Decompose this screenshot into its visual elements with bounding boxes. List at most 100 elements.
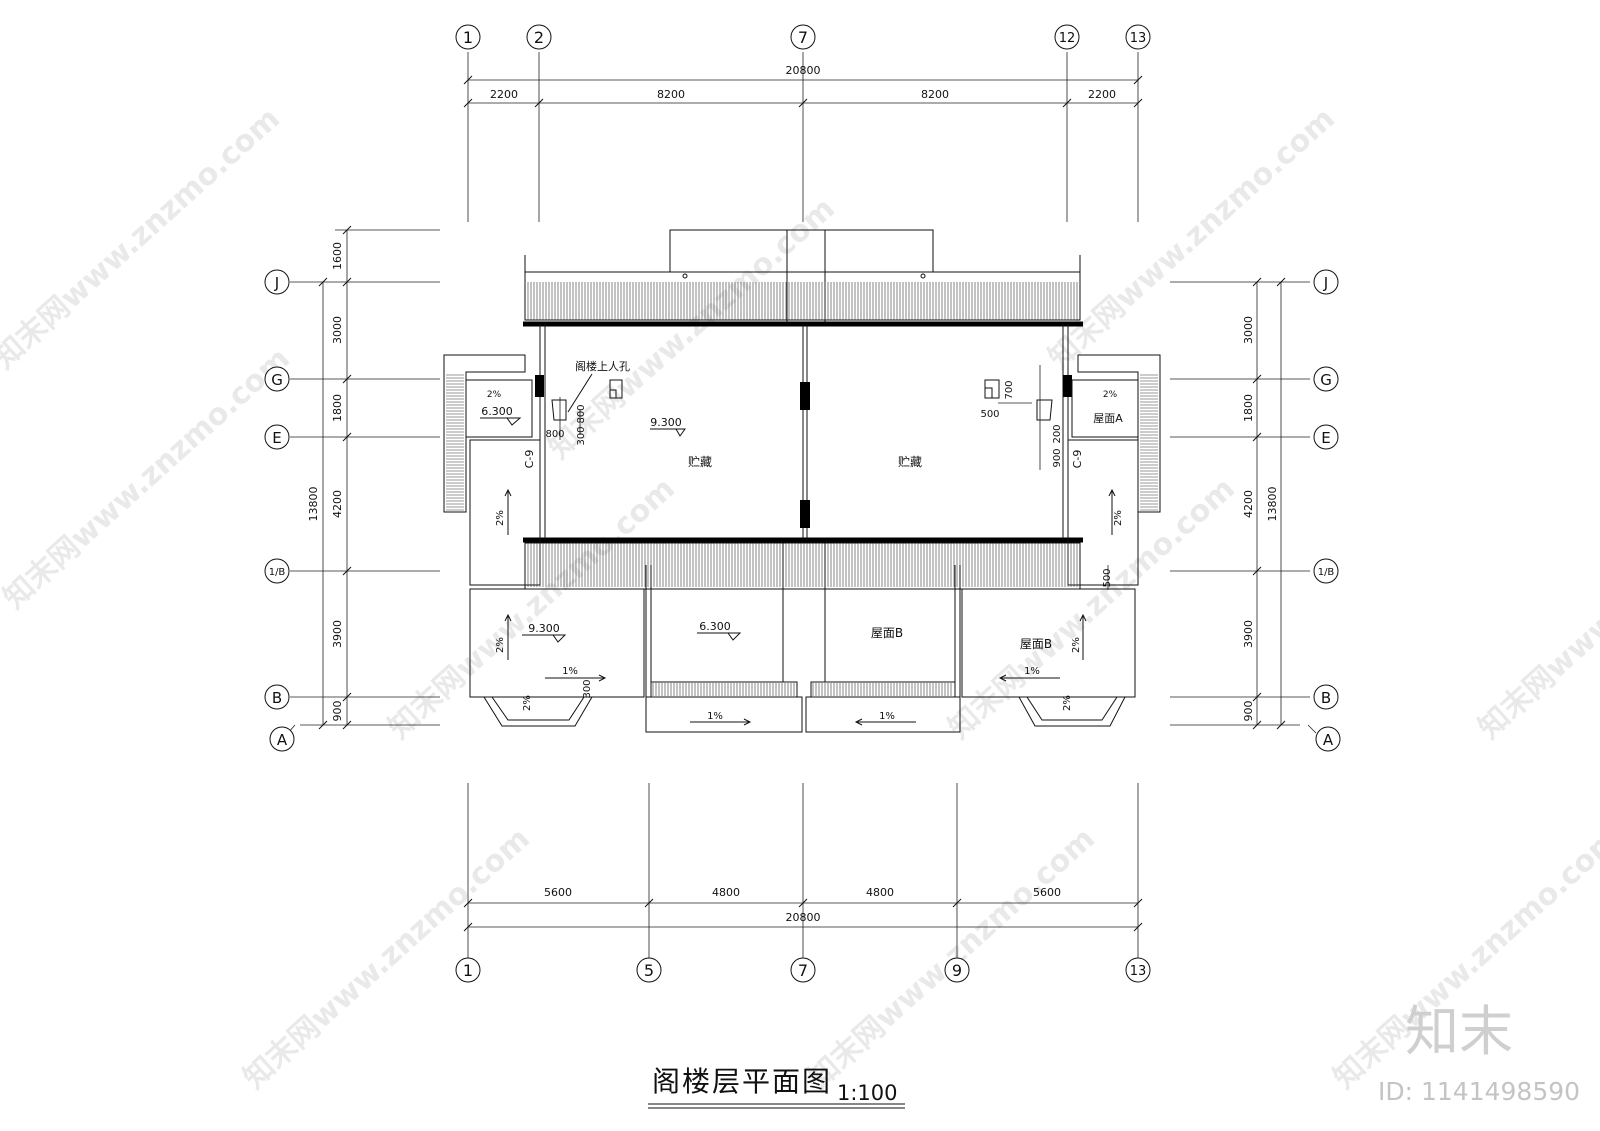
watermark-text: 知末网www.znzmo.com bbox=[1472, 471, 1600, 746]
watermark-text: 知末网www.znzmo.com bbox=[0, 341, 297, 616]
grid-label: 5 bbox=[644, 961, 654, 980]
window-label: C-9 bbox=[523, 450, 536, 469]
watermark-text: 知末网www.znzmo.com bbox=[1042, 101, 1342, 376]
dim-left-segment: 3900 bbox=[331, 620, 344, 648]
top-grid-bubbles: 1 2 7 12 13 bbox=[455, 24, 1151, 50]
grid-bubble bbox=[1313, 558, 1339, 584]
drawing-title-block: 阁楼层平面图 1:100 bbox=[648, 1065, 905, 1109]
left-dimension-chain: 1600 3000 1800 4200 3900 900 13800 bbox=[290, 225, 440, 730]
dim-left-total: 13800 bbox=[307, 487, 320, 522]
grid-bubble bbox=[264, 558, 290, 584]
grid-label: B bbox=[1321, 689, 1331, 707]
grid-bubble bbox=[264, 424, 290, 450]
watermark-text: 知末网www.znzmo.com bbox=[0, 101, 287, 376]
grid-bubble bbox=[264, 366, 290, 392]
grid-bubble bbox=[636, 957, 662, 983]
dim-left-segment: 900 bbox=[331, 701, 344, 722]
grid-label: 1/B bbox=[1318, 567, 1335, 578]
brand-id: ID: 1141498590 bbox=[1378, 1077, 1580, 1106]
grid-bubble bbox=[790, 957, 816, 983]
grid-label: 9 bbox=[952, 961, 962, 980]
grid-label: 2 bbox=[534, 28, 544, 47]
right-dimension-chain: 3000 1800 4200 3900 900 13800 bbox=[1170, 277, 1310, 730]
roof-label: 屋面A bbox=[1093, 412, 1123, 425]
dim-top-total: 20800 bbox=[786, 64, 821, 77]
dim-right-segment: 3900 bbox=[1242, 620, 1255, 648]
drawing-scale: 1:100 bbox=[837, 1081, 898, 1105]
grid-bubble bbox=[1313, 269, 1339, 295]
slope-label: 2% bbox=[495, 637, 506, 653]
elevation-label: 6.300 bbox=[699, 620, 731, 633]
roof-label: 屋面B bbox=[871, 626, 903, 640]
grid-label: 13 bbox=[1130, 31, 1147, 46]
slope-label: 2% bbox=[487, 390, 502, 400]
dim-small: 500 bbox=[980, 409, 999, 420]
slope-label: 2% bbox=[495, 510, 506, 526]
grid-label: 1 bbox=[463, 961, 473, 980]
bottom-grid-bubbles: 1 5 7 9 13 bbox=[455, 957, 1151, 983]
grid-bubble bbox=[1054, 24, 1080, 50]
bottom-dimension-chain: 5600 4800 4800 5600 20800 bbox=[463, 783, 1143, 958]
grid-bubble bbox=[1313, 684, 1339, 710]
dim-small: 300 bbox=[582, 679, 593, 698]
dim-right-total: 13800 bbox=[1266, 487, 1279, 522]
grid-bubble bbox=[269, 726, 295, 752]
grid-bubble bbox=[1313, 366, 1339, 392]
plan-labels: 阁楼上人孔 贮藏 贮藏 9.300 6.300 9.300 6.300 屋面A … bbox=[480, 359, 1124, 726]
grid-bubble bbox=[1315, 726, 1341, 752]
watermark-text: 知末网www.znzmo.com bbox=[942, 471, 1242, 746]
grid-bubble bbox=[944, 957, 970, 983]
grid-label: 7 bbox=[798, 961, 808, 980]
dim-bottom-segment: 4800 bbox=[866, 886, 894, 899]
dim-left-segment: 4200 bbox=[331, 490, 344, 518]
grid-bubble bbox=[264, 684, 290, 710]
top-dimension-chain: 20800 2200 8200 8200 2200 bbox=[463, 52, 1143, 222]
dim-small: 500 bbox=[1102, 568, 1113, 587]
building-plan bbox=[443, 229, 1161, 733]
grid-label: J bbox=[274, 274, 279, 292]
dim-bottom-segment: 5600 bbox=[1033, 886, 1061, 899]
dim-top-segment: 2200 bbox=[490, 88, 518, 101]
attic-hatch-label: 阁楼上人孔 bbox=[575, 359, 630, 373]
dim-left-segment: 1600 bbox=[331, 242, 344, 270]
slope-label: 2% bbox=[1071, 637, 1082, 653]
grid-bubble bbox=[790, 24, 816, 50]
brand-watermark: 知末 ID: 1141498590 bbox=[1378, 1000, 1580, 1106]
dim-bottom-total: 20800 bbox=[786, 911, 821, 924]
grid-label: E bbox=[1321, 429, 1330, 447]
slope-label: 1% bbox=[707, 711, 723, 722]
slope-label: 1% bbox=[879, 711, 895, 722]
room-label-storage: 贮藏 bbox=[688, 454, 712, 469]
grid-bubble bbox=[264, 269, 290, 295]
grid-label: B bbox=[272, 689, 282, 707]
grid-bubble bbox=[455, 24, 481, 50]
elevation-label: 9.300 bbox=[528, 622, 560, 635]
dim-right-segment: 900 bbox=[1242, 701, 1255, 722]
dim-bottom-segment: 5600 bbox=[544, 886, 572, 899]
window-label: C-9 bbox=[1071, 450, 1084, 469]
dim-small: 200 bbox=[1052, 424, 1063, 443]
slope-label: 2% bbox=[1113, 510, 1124, 526]
dim-small: 300 bbox=[576, 426, 587, 445]
grid-label: 13 bbox=[1130, 964, 1147, 979]
dim-small: 800 bbox=[576, 404, 587, 423]
grid-label: 12 bbox=[1059, 31, 1076, 46]
watermark-text: 知末网www.znzmo.com bbox=[802, 821, 1102, 1096]
grid-label: A bbox=[277, 731, 288, 749]
grid-label: G bbox=[1320, 371, 1332, 389]
slope-label: 1% bbox=[1024, 666, 1040, 677]
grid-label: J bbox=[1323, 274, 1328, 292]
grid-bubble bbox=[1125, 24, 1151, 50]
right-grid-bubbles: J G E 1/B B A bbox=[1307, 269, 1341, 752]
left-grid-bubbles: J G E 1/B B A bbox=[264, 269, 296, 752]
grid-bubble bbox=[526, 24, 552, 50]
grid-label: 7 bbox=[798, 28, 808, 47]
slope-label: 2% bbox=[1062, 695, 1073, 711]
brand-logo-text: 知末 bbox=[1405, 1000, 1513, 1063]
dim-small: 800 bbox=[545, 429, 564, 440]
dim-left-segment: 1800 bbox=[331, 394, 344, 422]
grid-label: E bbox=[272, 429, 281, 447]
grid-bubble bbox=[1125, 957, 1151, 983]
dim-right-segment: 4200 bbox=[1242, 490, 1255, 518]
